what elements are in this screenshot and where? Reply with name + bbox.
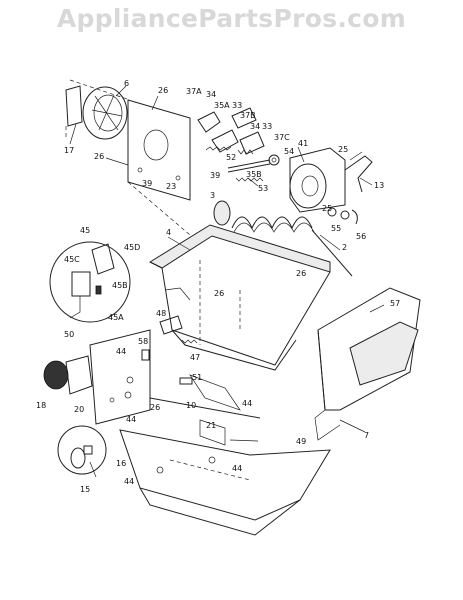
label-47: 47 xyxy=(190,353,200,362)
motor-assembly-part xyxy=(43,329,151,425)
label-33: 33 xyxy=(232,101,242,110)
label-44: 44 xyxy=(126,415,136,424)
label-37a: 37A xyxy=(186,87,202,96)
auger-coil-part xyxy=(213,200,353,277)
label-53: 53 xyxy=(258,184,268,193)
fan-blade-part xyxy=(82,86,128,140)
label-45: 45 xyxy=(80,226,90,235)
label-58: 58 xyxy=(138,337,148,346)
label-41: 41 xyxy=(298,139,308,148)
label-37b: 37B xyxy=(240,111,256,120)
label-16: 16 xyxy=(116,459,126,468)
callout-labels: 6 26 37A 34 35A 33 37B 34 33 37C 41 17 2… xyxy=(36,79,400,494)
label-34: 34 xyxy=(206,90,216,99)
ice-container-part xyxy=(148,224,331,371)
label-55: 55 xyxy=(331,224,341,233)
mechanism-parts xyxy=(141,315,261,419)
label-25: 25 xyxy=(338,145,348,154)
bracket-part xyxy=(65,85,83,140)
lever-part xyxy=(344,151,373,193)
clip-parts xyxy=(327,207,358,225)
gear-train-part xyxy=(197,107,265,155)
label-2: 2 xyxy=(342,243,347,252)
label-44: 44 xyxy=(232,464,242,473)
label-26: 26 xyxy=(94,152,104,161)
label-26: 26 xyxy=(296,269,306,278)
motor-panel-part xyxy=(127,99,191,201)
label-44: 44 xyxy=(124,477,134,486)
label-51: 51 xyxy=(192,373,202,382)
label-3: 3 xyxy=(210,191,215,200)
label-45b: 45B xyxy=(112,281,128,290)
label-39: 39 xyxy=(142,179,152,188)
label-49: 49 xyxy=(296,437,306,446)
label-25: 25 xyxy=(322,204,332,213)
label-45d: 45D xyxy=(124,243,140,252)
solenoid-inset xyxy=(49,241,131,323)
watermark-logo: AppliancePartsPros.com xyxy=(56,4,407,33)
label-45c: 45C xyxy=(64,255,80,264)
label-26: 26 xyxy=(214,289,224,298)
label-56: 56 xyxy=(356,232,366,241)
dispenser-housing-part xyxy=(119,374,331,536)
label-20: 20 xyxy=(74,405,84,414)
label-15: 15 xyxy=(80,485,90,494)
auger-motor-housing-part xyxy=(268,147,346,213)
label-35b: 35B xyxy=(246,170,262,179)
label-48: 48 xyxy=(156,309,166,318)
label-57: 57 xyxy=(390,299,400,308)
label-54: 54 xyxy=(284,147,294,156)
label-26: 26 xyxy=(150,403,160,412)
light-bulb-inset xyxy=(57,425,107,475)
label-34: 34 xyxy=(250,122,260,131)
label-44: 44 xyxy=(116,347,126,356)
label-26: 26 xyxy=(158,86,168,95)
label-4: 4 xyxy=(166,228,171,237)
label-7: 7 xyxy=(364,431,369,440)
label-18: 18 xyxy=(36,401,46,410)
label-17: 17 xyxy=(64,146,74,155)
label-52: 52 xyxy=(226,153,236,162)
label-45a: 45A xyxy=(108,313,124,322)
leader-lines xyxy=(69,85,385,478)
label-37c: 37C xyxy=(274,133,290,142)
label-23: 23 xyxy=(166,182,176,191)
label-10: 10 xyxy=(186,401,196,410)
label-35a: 35A xyxy=(214,101,230,110)
label-6: 6 xyxy=(124,79,129,88)
label-44: 44 xyxy=(242,399,252,408)
label-50: 50 xyxy=(64,330,74,339)
label-21: 21 xyxy=(206,421,216,430)
label-39: 39 xyxy=(210,171,220,180)
label-33: 33 xyxy=(262,122,272,131)
label-13: 13 xyxy=(374,181,384,190)
door-chute-part xyxy=(314,287,421,441)
